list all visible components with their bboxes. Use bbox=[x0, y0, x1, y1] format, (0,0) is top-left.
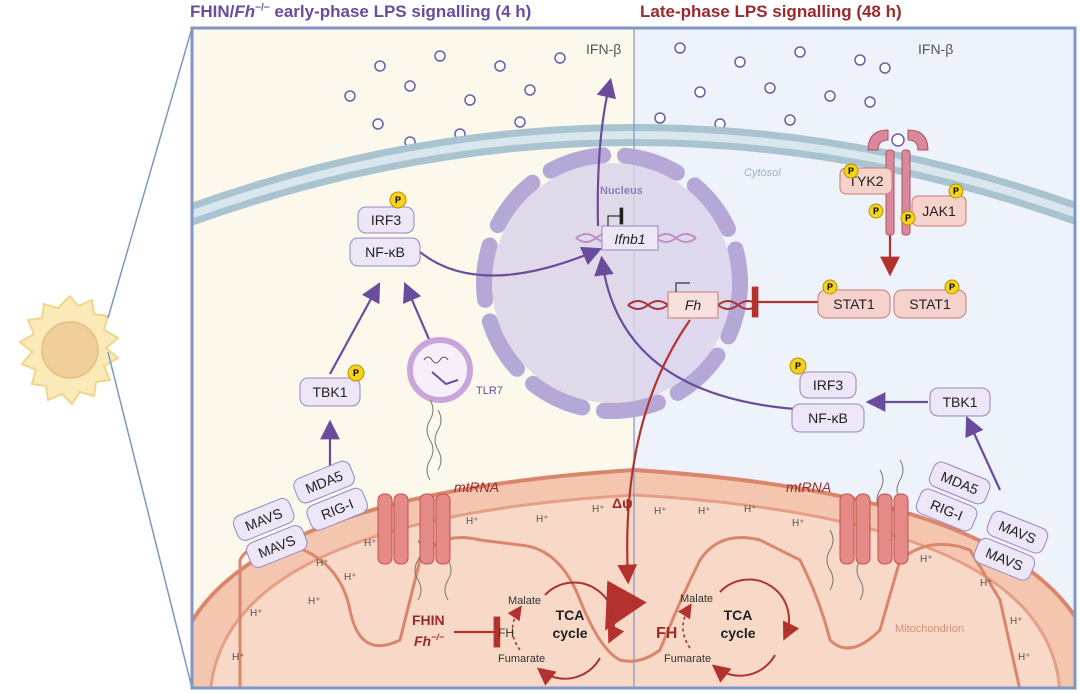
svg-text:H⁺: H⁺ bbox=[232, 652, 245, 663]
svg-text:H⁺: H⁺ bbox=[920, 554, 933, 565]
tlr7-endosome bbox=[407, 337, 473, 403]
svg-text:H⁺: H⁺ bbox=[744, 504, 757, 515]
svg-text:H⁺: H⁺ bbox=[1018, 652, 1031, 663]
svg-text:H⁺: H⁺ bbox=[536, 514, 549, 525]
fumarate-right-label: Fumarate bbox=[664, 653, 711, 665]
svg-text:P: P bbox=[827, 282, 833, 292]
tca-cycle-right bbox=[677, 578, 800, 683]
svg-text:P: P bbox=[395, 195, 401, 205]
ifnb1-gene-label: Ifnb1 bbox=[614, 231, 645, 247]
svg-text:H⁺: H⁺ bbox=[792, 518, 805, 529]
diagram-frame bbox=[190, 26, 1077, 690]
svg-text:H⁺: H⁺ bbox=[344, 572, 357, 583]
mtrna-left-label: mtRNA bbox=[454, 479, 499, 495]
svg-text:P: P bbox=[949, 282, 955, 292]
fh-left-label: FH bbox=[498, 626, 514, 640]
stat1-a-box bbox=[817, 289, 891, 319]
irf3-right-label: IRF3 bbox=[813, 377, 844, 393]
phospho-badges: P P P P P P P P P bbox=[347, 163, 964, 382]
tca-right-line1: TCA bbox=[724, 607, 753, 623]
fumarate-left-label: Fumarate bbox=[498, 653, 545, 665]
nfkb-right-label: NF-κB bbox=[808, 410, 848, 426]
ifn-beta-right-label: IFN-β bbox=[918, 41, 953, 57]
svg-text:P: P bbox=[353, 368, 359, 378]
title-early-phase: FHIN/Fh−/− early-phase LPS signalling (4… bbox=[190, 2, 532, 21]
nucleus bbox=[476, 147, 748, 419]
tbk1-right-box bbox=[929, 387, 991, 417]
tbk1-left-label: TBK1 bbox=[312, 384, 347, 400]
svg-text:H⁺: H⁺ bbox=[466, 516, 479, 527]
svg-text:H⁺: H⁺ bbox=[364, 538, 377, 549]
fh-gene-label: Fh bbox=[685, 297, 702, 313]
svg-text:H⁺: H⁺ bbox=[698, 506, 711, 517]
svg-text:P: P bbox=[873, 206, 879, 216]
fh-ko-label: Fh−/− bbox=[414, 632, 445, 649]
tyk2-label: TYK2 bbox=[848, 173, 883, 189]
mtrna-right-label: mtRNA bbox=[786, 479, 831, 495]
jak1-box bbox=[911, 195, 967, 227]
ifnb1-gene-box bbox=[601, 225, 659, 251]
tbk1-right-label: TBK1 bbox=[942, 394, 977, 410]
tlr7-label: TLR7 bbox=[476, 385, 503, 397]
stat1-b-box bbox=[893, 289, 967, 319]
svg-text:H⁺: H⁺ bbox=[592, 504, 605, 515]
tca-left-line2: cycle bbox=[552, 625, 587, 641]
svg-text:H⁺: H⁺ bbox=[316, 558, 329, 569]
svg-text:H⁺: H⁺ bbox=[250, 608, 263, 619]
nfkb-left-box bbox=[349, 237, 421, 267]
mito-channel-left bbox=[377, 493, 451, 565]
irf3-right-box bbox=[799, 371, 857, 399]
tca-cycle-left bbox=[507, 581, 625, 686]
title-late-phase: Late-phase LPS signalling (48 h) bbox=[640, 2, 902, 21]
irf3-left-box bbox=[357, 206, 415, 234]
ifn-beta-left-label: IFN-β bbox=[586, 41, 621, 57]
svg-text:P: P bbox=[848, 166, 854, 176]
svg-text:H⁺: H⁺ bbox=[980, 578, 993, 589]
svg-text:H⁺: H⁺ bbox=[654, 506, 667, 517]
ifn-beta-particles bbox=[344, 42, 891, 148]
stat1-b-label: STAT1 bbox=[909, 296, 951, 312]
fhin-label: FHIN bbox=[412, 612, 445, 628]
malate-right-label: Malate bbox=[680, 593, 713, 605]
fh-right-label: FH bbox=[656, 625, 677, 642]
fh-gene-box bbox=[667, 291, 719, 319]
svg-text:H⁺: H⁺ bbox=[308, 596, 321, 607]
mitochondrion-label: Mitochondrion bbox=[895, 623, 964, 635]
malate-left-label: Malate bbox=[508, 595, 541, 607]
irf3-left-label: IRF3 bbox=[371, 212, 402, 228]
stat1-a-label: STAT1 bbox=[833, 296, 875, 312]
mito-channel-right bbox=[839, 493, 909, 565]
svg-text:P: P bbox=[795, 361, 801, 371]
svg-text:H⁺: H⁺ bbox=[1010, 616, 1023, 627]
nfkb-right-box bbox=[791, 403, 865, 433]
tca-left-line1: TCA bbox=[556, 607, 585, 623]
tbk1-left-box bbox=[299, 377, 361, 407]
delta-psi-label: Δψ bbox=[612, 495, 633, 511]
jak1-label: JAK1 bbox=[922, 203, 956, 219]
dendritic-cell-icon bbox=[18, 294, 120, 406]
svg-text:P: P bbox=[953, 186, 959, 196]
nfkb-left-label: NF-κB bbox=[365, 244, 405, 260]
proton-labels: H⁺ H⁺ H⁺ H⁺ H⁺ H⁺ H⁺ H⁺ H⁺ H⁺ H⁺ H⁺ H⁺ H⁺ H⁺ H⁺ H⁺ bbox=[232, 504, 1031, 663]
nucleus-label: Nucleus bbox=[600, 185, 643, 197]
tca-right-line2: cycle bbox=[720, 625, 755, 641]
cytosol-label: Cytosol bbox=[744, 167, 781, 179]
svg-text:P: P bbox=[905, 213, 911, 223]
